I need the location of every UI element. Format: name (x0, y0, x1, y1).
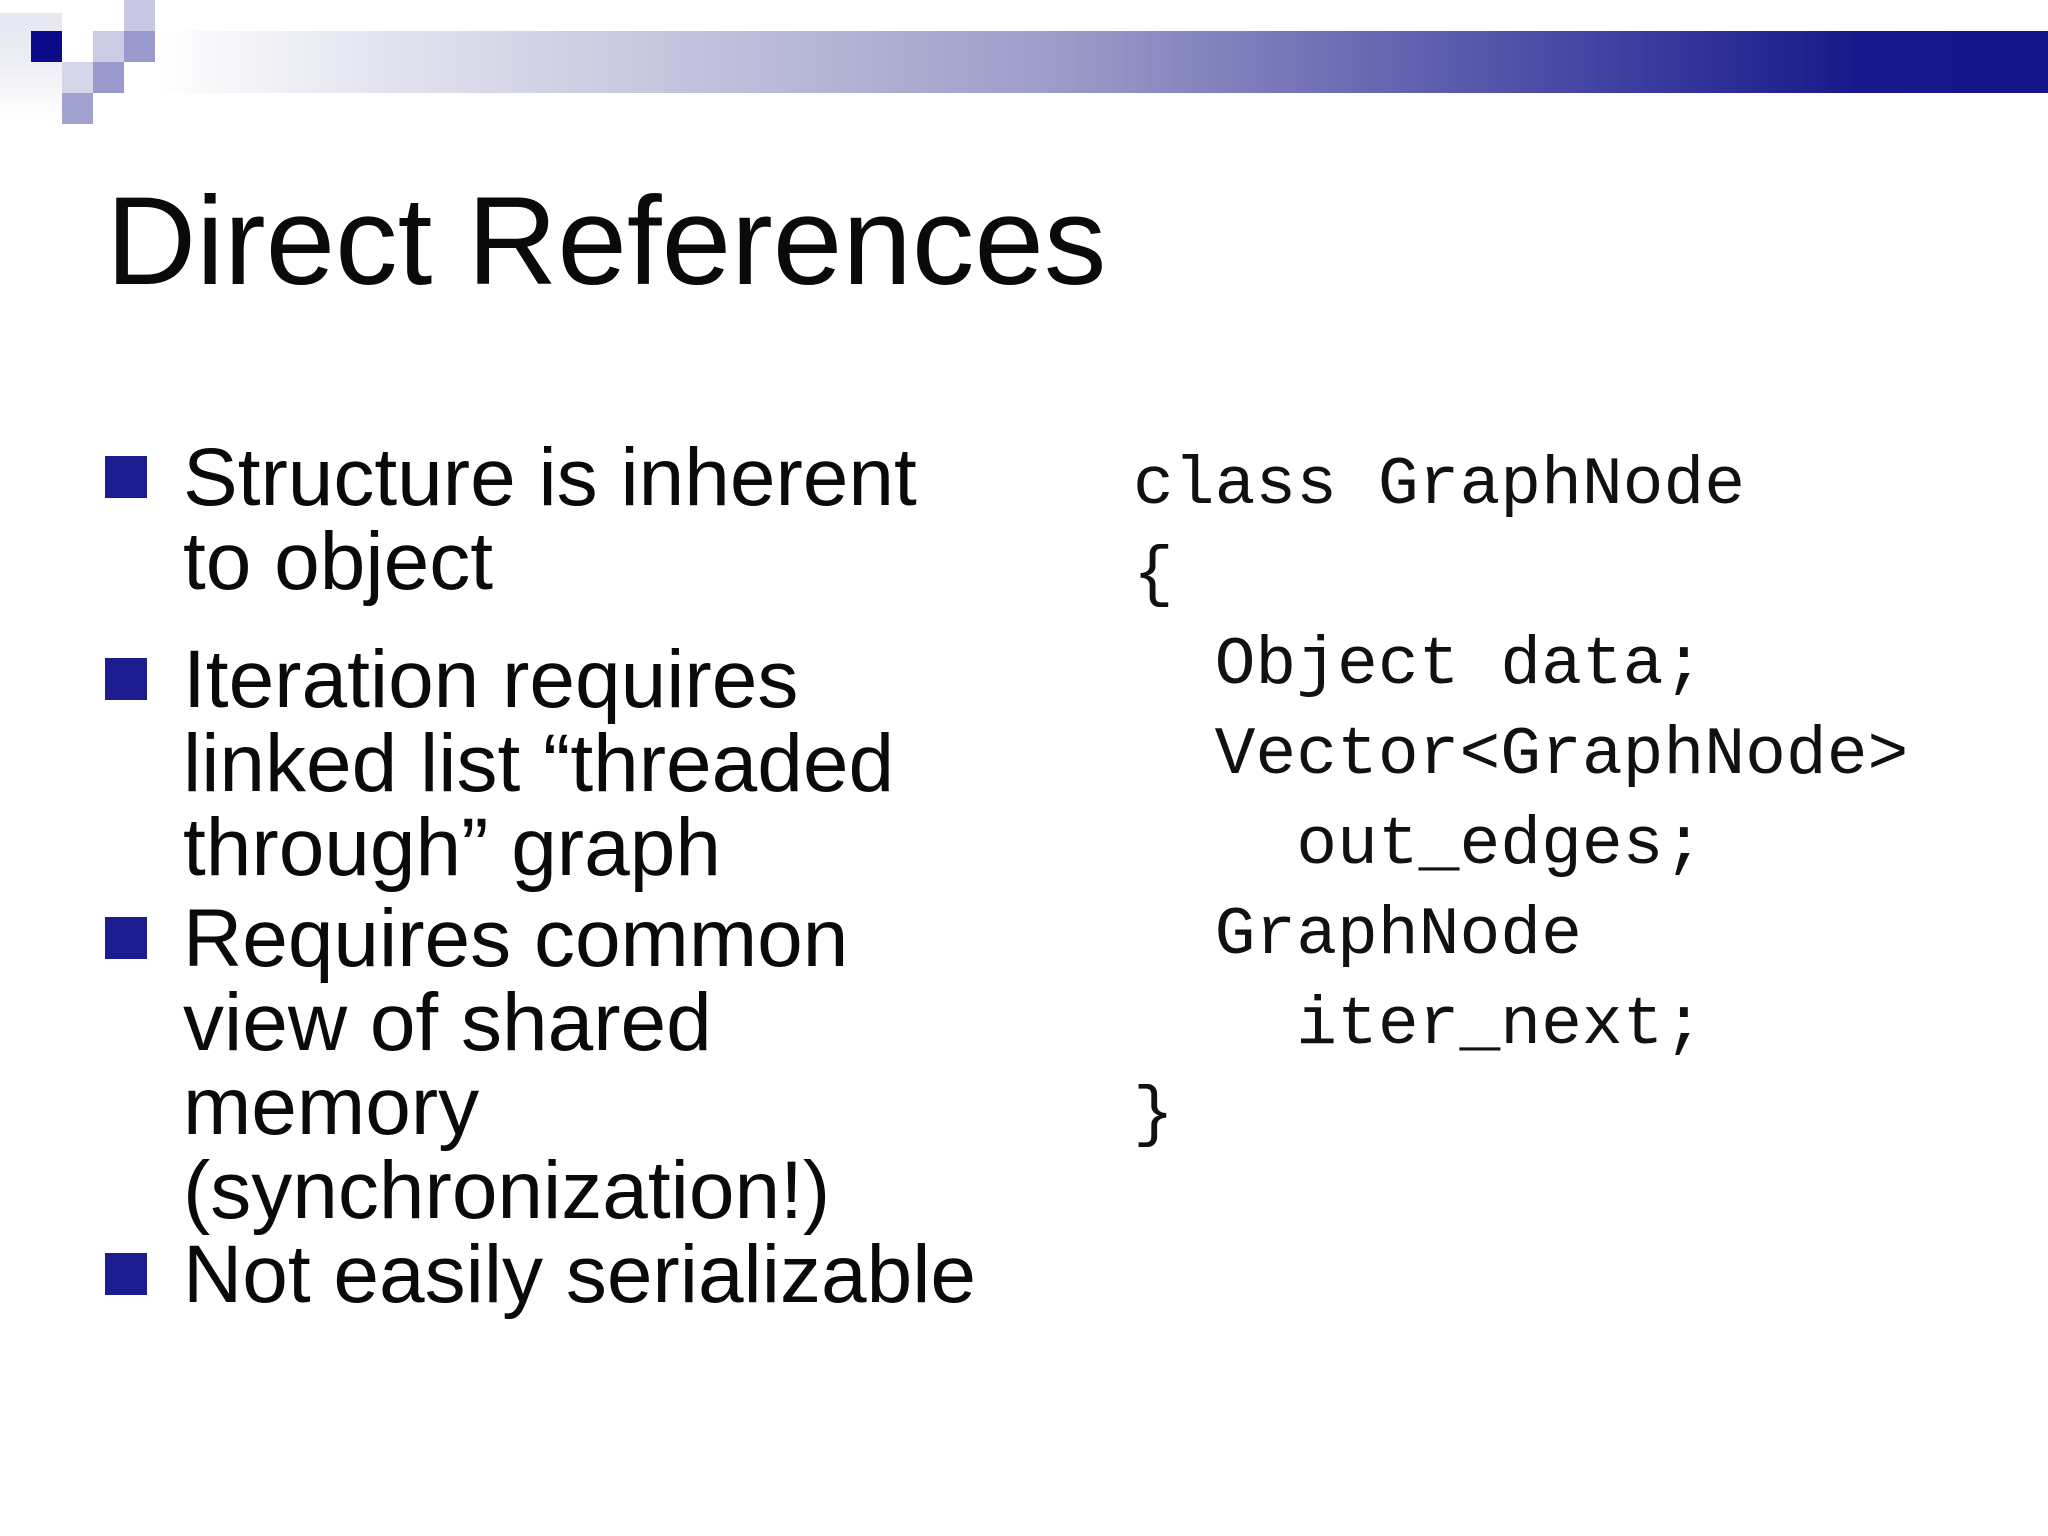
bullet-item: Iteration requires linked list “threaded… (105, 638, 1105, 890)
decor-square (124, 31, 155, 62)
decor-square (93, 31, 124, 62)
decor-square (124, 0, 155, 31)
bullet-list: Structure is inherent to object Iteratio… (105, 436, 1105, 1317)
bullet-square-icon (105, 1253, 147, 1295)
code-block: class GraphNode { Object data; Vector<Gr… (1133, 447, 1909, 1154)
bullet-text: Requires common view of shared memory (s… (183, 893, 849, 1236)
bullet-square-icon (105, 456, 147, 498)
bullet-square-icon (105, 917, 147, 959)
decor-square (62, 62, 93, 93)
header-gradient-bar (155, 31, 2048, 93)
bullet-item: Structure is inherent to object (105, 436, 1105, 604)
bullet-text: Not easily serializable (183, 1229, 977, 1320)
decor-square (31, 31, 62, 62)
decor-square (93, 62, 124, 93)
bullet-square-icon (105, 658, 147, 700)
decor-left-strip (0, 13, 62, 120)
slide-title: Direct References (106, 172, 1107, 311)
bullet-text: Iteration requires linked list “threaded… (183, 634, 895, 893)
decor-square (62, 93, 93, 124)
bullet-item: Requires common view of shared memory (s… (105, 897, 1105, 1233)
bullet-item: Not easily serializable (105, 1233, 1105, 1317)
bullet-text: Structure is inherent to object (183, 432, 917, 607)
